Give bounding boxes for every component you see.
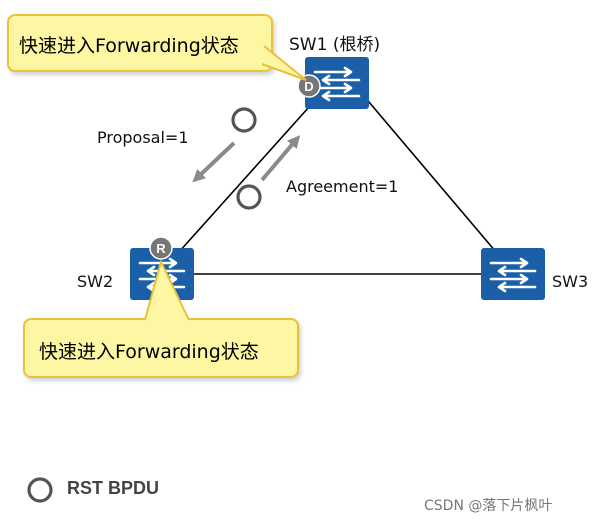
sw1-callout-pointer — [262, 45, 307, 81]
sw2-label: SW2 — [77, 272, 114, 291]
port-role-sw2: R — [156, 241, 166, 256]
bpdu-circle-icon — [236, 184, 262, 210]
port-role-sw1: D — [304, 79, 313, 94]
link-sw1-sw2 — [160, 96, 319, 273]
legend-bpdu-icon — [27, 477, 53, 503]
port-badge-root: R — [149, 236, 173, 260]
sw2-callout-pointer — [144, 260, 190, 321]
sw1-forwarding-text: 快速进入Forwarding状态 — [19, 35, 239, 57]
sw2-forwarding-text: 快速进入Forwarding状态 — [39, 341, 259, 363]
proposal-label: Proposal=1 — [97, 128, 189, 147]
sw1-label: SW1 (根桥) — [289, 35, 381, 55]
link-sw1-sw3 — [351, 81, 514, 273]
proposal-arrow-icon — [192, 141, 236, 183]
legend-label: RST BPDU — [67, 478, 160, 498]
switch-sw3-icon[interactable] — [481, 248, 545, 300]
switch-sw1-icon[interactable] — [305, 57, 369, 109]
bpdu-circle-icon — [231, 107, 257, 133]
agreement-arrow-icon — [260, 135, 301, 182]
sw1-forwarding-callout: 快速进入Forwarding状态 — [7, 14, 273, 72]
sw3-label: SW3 — [552, 272, 589, 291]
agreement-label: Agreement=1 — [286, 177, 399, 196]
port-badge-designated: D — [297, 74, 321, 98]
sw2-forwarding-callout: 快速进入Forwarding状态 — [23, 318, 299, 378]
watermark: CSDN @落下片枫叶 — [424, 498, 553, 514]
